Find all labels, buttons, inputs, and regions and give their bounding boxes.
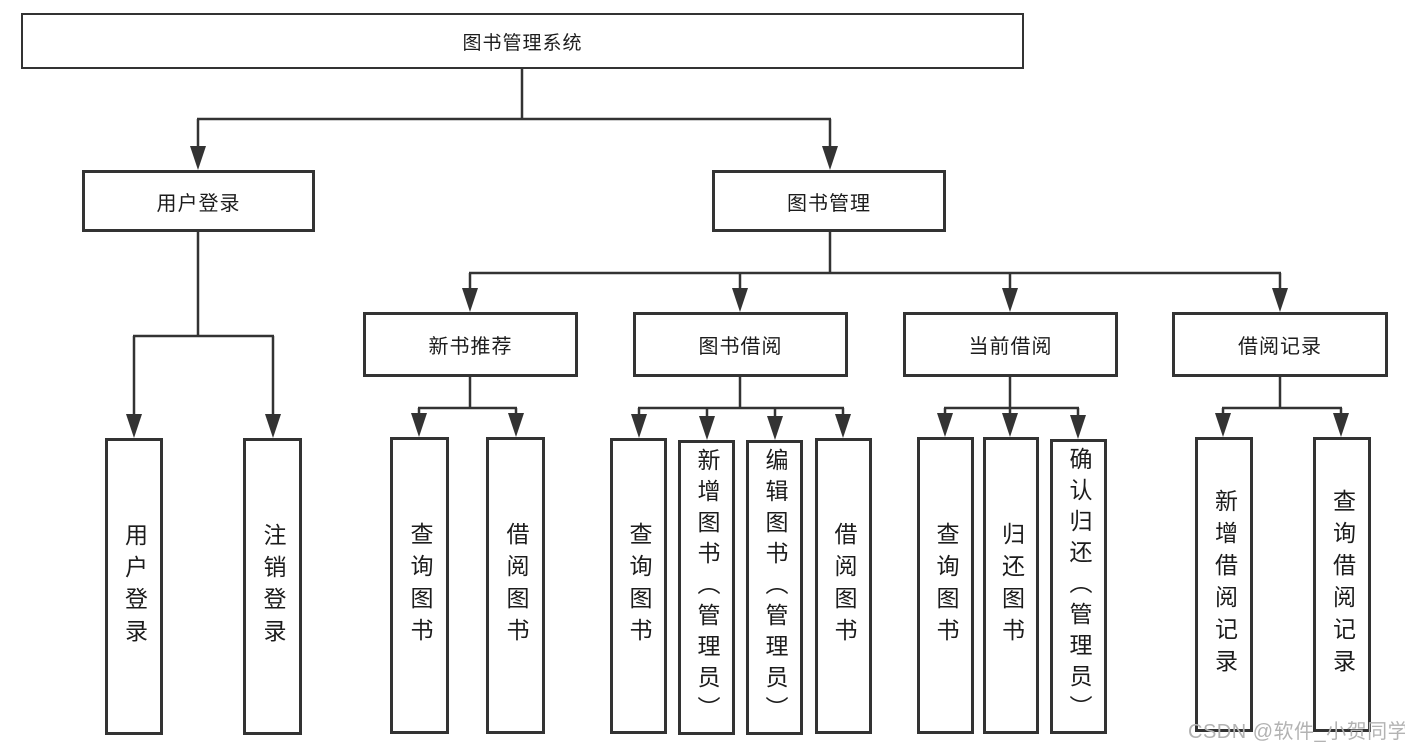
node-label: 借阅图书: [503, 521, 529, 650]
node-label: 编辑图书（管理员）: [762, 448, 788, 727]
node-book-management: 图书管理: [712, 170, 946, 232]
node-label: 当前借阅: [968, 336, 1053, 358]
arrow-icon: [1070, 415, 1086, 439]
node-label: 图书借阅: [698, 336, 783, 358]
node-label: 图书管理系统: [462, 32, 583, 54]
node-label: 图书管理: [787, 192, 871, 215]
node-borrowing-records: 借阅记录: [1172, 312, 1388, 377]
node-label: 注销登录: [260, 522, 286, 651]
connector-lines: [132, 67, 1343, 424]
node-label: 用户登录: [121, 522, 148, 651]
leaf-current-confirm-return-admin: 确认归还（管理员）: [1050, 439, 1107, 734]
node-label: 查询图书: [626, 522, 652, 650]
leaf-logout: 注销登录: [243, 438, 302, 735]
leaf-recommend-borrow-books: 借阅图书: [486, 437, 545, 734]
arrow-icon: [1002, 288, 1018, 312]
node-user-login: 用户登录: [82, 170, 315, 232]
node-label: 确认归还（管理员）: [1066, 447, 1092, 726]
arrow-icon: [937, 413, 953, 437]
arrow-icon: [1215, 413, 1231, 437]
arrow-icon: [822, 146, 838, 170]
arrow-icon: [699, 416, 715, 440]
arrow-icon: [1272, 288, 1288, 312]
arrow-icon: [265, 414, 281, 438]
node-label: 新增借阅记录: [1211, 488, 1238, 681]
node-library-management-system: 图书管理系统: [21, 13, 1024, 69]
arrow-icon: [1002, 413, 1018, 437]
node-label: 查询图书: [933, 521, 959, 650]
node-label: 借阅图书: [831, 522, 857, 650]
leaf-current-return-books: 归还图书: [983, 437, 1039, 734]
node-label: 用户登录: [156, 192, 241, 215]
node-label: 查询图书: [407, 521, 433, 650]
leaf-borrowing-add-books-admin: 新增图书（管理员）: [678, 440, 735, 735]
leaf-borrowing-edit-books-admin: 编辑图书（管理员）: [746, 440, 803, 735]
node-book-borrowing: 图书借阅: [633, 312, 848, 377]
leaf-recommend-query-books: 查询图书: [390, 437, 449, 734]
node-new-book-recommend: 新书推荐: [363, 312, 578, 377]
arrow-icon: [462, 288, 478, 312]
leaf-records-query-record: 查询借阅记录: [1313, 437, 1371, 732]
leaf-borrowing-borrow-books: 借阅图书: [815, 438, 872, 734]
arrow-icon: [767, 416, 783, 440]
node-current-borrowing: 当前借阅: [903, 312, 1118, 377]
node-label: 查询借阅记录: [1329, 488, 1356, 681]
watermark: CSDN @软件_小贺同学: [1188, 721, 1405, 743]
arrow-icon: [190, 146, 206, 170]
arrow-icon: [508, 413, 524, 437]
arrow-icon: [835, 414, 851, 438]
node-label: 借阅记录: [1238, 336, 1322, 358]
leaf-current-query-books: 查询图书: [917, 437, 974, 734]
node-label: 新书推荐: [428, 336, 513, 358]
arrow-icon: [732, 288, 748, 312]
arrow-icon: [1333, 413, 1349, 437]
arrow-icon: [631, 414, 647, 438]
leaf-borrowing-query-books: 查询图书: [610, 438, 667, 734]
node-label: 新增图书（管理员）: [694, 448, 720, 727]
arrow-icon: [126, 414, 142, 438]
leaf-user-login: 用户登录: [105, 438, 163, 735]
arrowheads: [126, 146, 1349, 440]
node-label: 归还图书: [998, 521, 1025, 650]
leaf-records-add-record: 新增借阅记录: [1195, 437, 1253, 732]
arrow-icon: [411, 413, 427, 437]
